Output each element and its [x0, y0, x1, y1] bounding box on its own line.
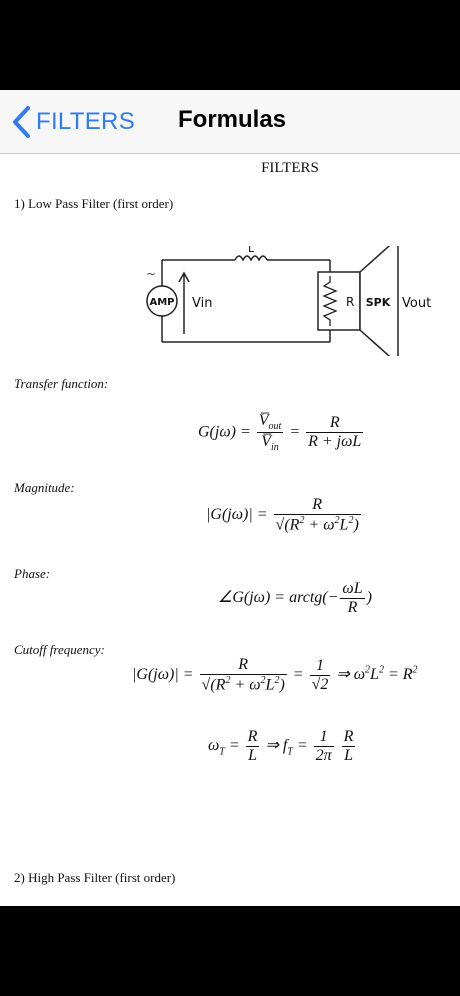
home-indicator-area [0, 906, 460, 996]
section-title-low-pass: 1) Low Pass Filter (first order) [14, 196, 174, 211]
chevron-left-icon [13, 106, 30, 138]
section-title-high-pass: 2) High Pass Filter (first order) [14, 870, 176, 885]
vin-label: Vin [192, 296, 212, 311]
document-heading: FILTERS [261, 160, 319, 176]
inductor-label: L [248, 246, 255, 255]
resistor-label: R [346, 295, 354, 309]
low-pass-circuit-diagram: ~ AMP Vin L R SPK Vout [146, 246, 431, 356]
speaker-label: SPK [366, 296, 391, 309]
source-symbol: ~ [146, 267, 156, 281]
transfer-function-label: Transfer function: [14, 376, 109, 391]
status-area [0, 0, 460, 90]
magnitude-formula: |G(jω)| = R√(R2 + ω2L2) [206, 496, 361, 534]
amp-label: AMP [149, 297, 174, 308]
formula-document: FILTERS 1) Low Pass Filter (first order)… [0, 154, 460, 906]
page-title: Formulas [178, 106, 287, 133]
vout-label: Vout [402, 296, 431, 311]
cutoff-frequency-label: Cutoff frequency: [14, 642, 105, 657]
back-button[interactable]: FILTERS [10, 104, 135, 140]
navigation-bar: FILTERS Formulas [0, 90, 460, 154]
phase-label: Phase: [14, 566, 51, 581]
back-button-label: FILTERS [36, 108, 136, 135]
magnitude-label: Magnitude: [14, 480, 75, 495]
cutoff-condition-formula: |G(jω)| = R√(R2 + ω2L2) = 1√2 ⇒ ω2L2 = R… [132, 656, 418, 694]
